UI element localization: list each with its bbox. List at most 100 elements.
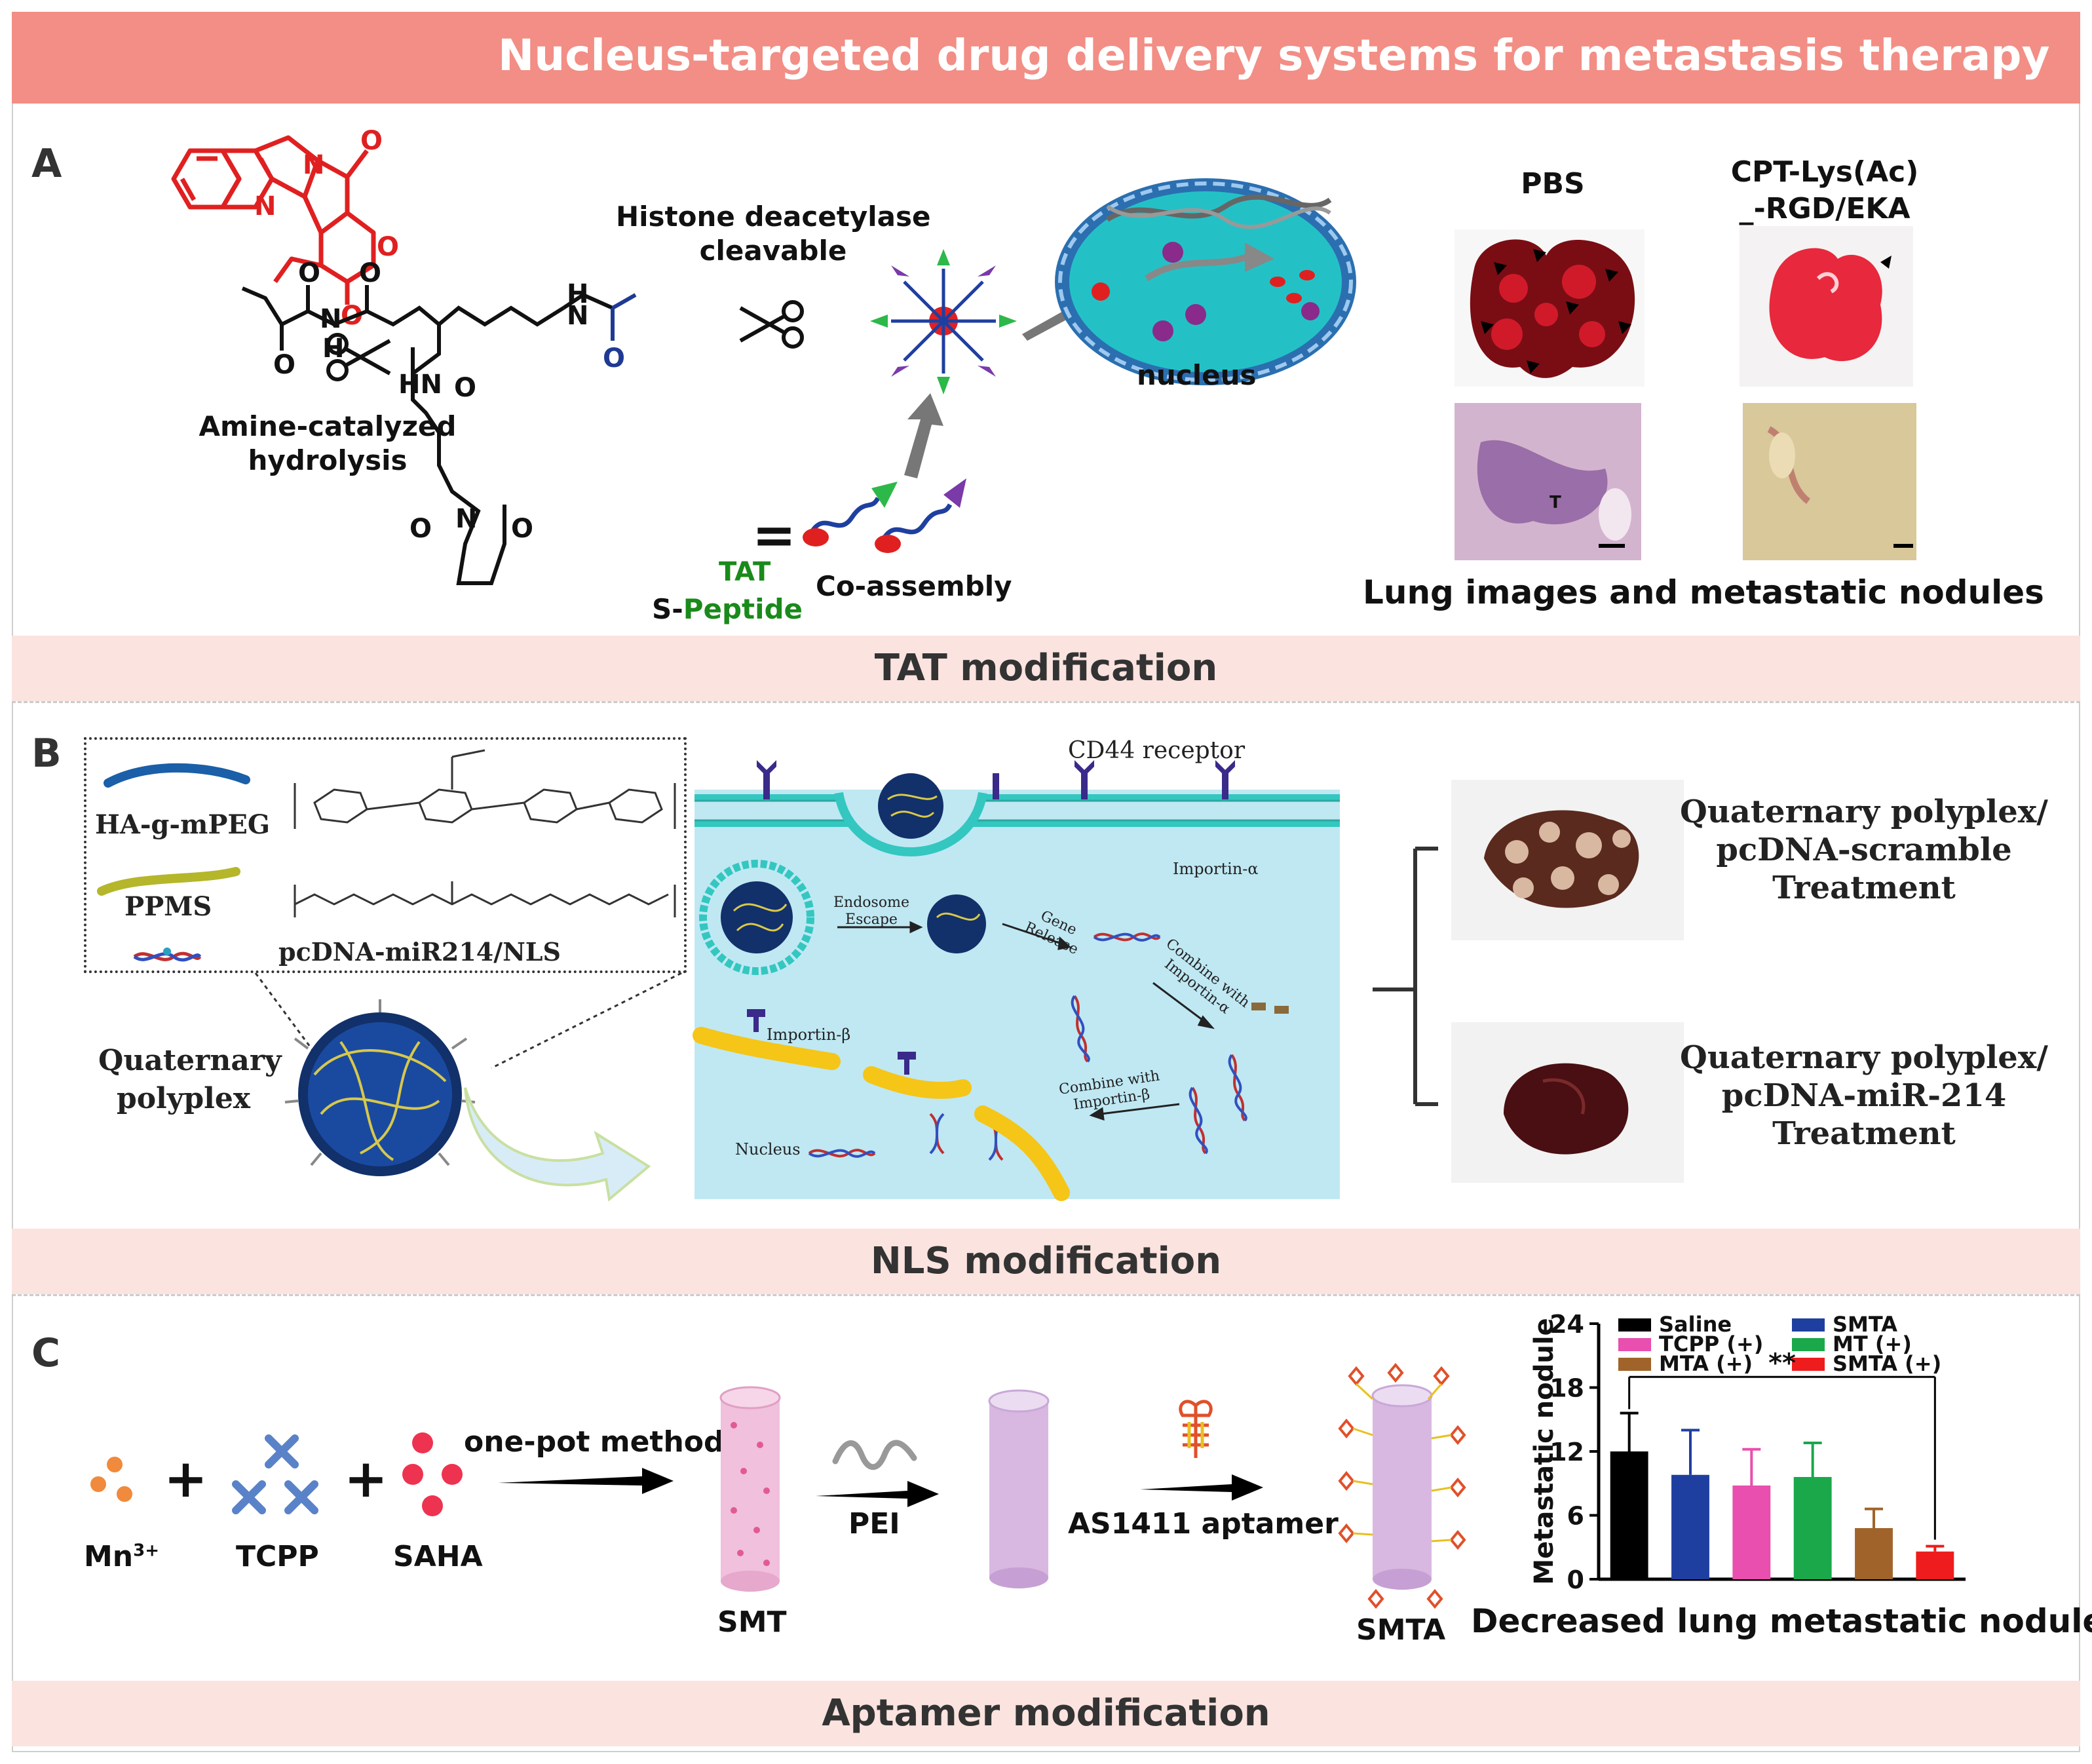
aptamer-arrow-icon [1140,1474,1263,1501]
tcpp-label: TCPP [236,1540,319,1573]
band-tat-label: TAT modification [874,647,1218,689]
pei-polymer-icon [832,1440,917,1470]
liver-photo-mir214 [1451,1022,1684,1183]
component-legend-box [84,737,687,973]
mn-ions-icon [90,1457,132,1502]
endosome-label: Endosome Escape [829,894,914,929]
legend-label: SMTA (+) [1833,1351,1941,1376]
band-nls: NLS modification [12,1229,2080,1294]
legend-swatch [1618,1358,1651,1371]
treatment-scramble-line-1: Quaternary polyplex/ [1680,794,2048,830]
zoom-lines [254,972,682,1069]
peptide-label: S-Peptide [652,593,803,625]
scissors-icon [326,333,391,381]
pbs-label: PBS [1521,167,1585,201]
onepot-label: one-pot method [464,1425,725,1459]
title-bar [12,12,2080,104]
atom-n-label: N [303,150,324,180]
cpt-label: CPT-Lys(Ac) _-RGD/EKA [1677,154,1972,227]
section-divider [12,701,2080,703]
band-tat: TAT modification [12,636,2080,701]
histology-pbs: T [1455,403,1641,560]
y-tick-label: 6 [1567,1502,1584,1531]
legend-swatch [1618,1338,1651,1351]
ha-g-mpeg-icon [104,763,250,788]
pei-label: PEI [848,1507,900,1541]
cpt-label-line-2: _-RGD/EKA [1739,192,1911,225]
cell-membrane-diagram [693,747,1340,1201]
camptothecin-structure: N N O O O O O O N H HN O H N N O O O [171,126,637,585]
histone-label-line-2: cleavable [699,235,847,267]
saha-molecules-icon [402,1432,463,1516]
legend-label: MT (+) [1833,1332,1912,1356]
mn-charge: 3+ [133,1541,159,1561]
treatment-mir214-line-1: Quaternary polyplex/ [1680,1039,2048,1076]
peptide-name: Peptide [683,593,803,625]
legend-swatch [1792,1318,1825,1332]
lung-photo-cpt [1740,226,1913,387]
pcdna-icon [133,948,202,962]
histone-label: Histone deacetylase cleavable [616,200,930,268]
band-aptamer-label: Aptamer modification [822,1692,1270,1735]
atom-h-label: H [567,279,588,309]
atom-n-label: N [254,191,276,221]
legend-ppms: PPMS [124,891,212,922]
legend-label: MTA (+) [1659,1351,1753,1376]
histology-cpt-graphic [1743,403,1916,560]
pei-coated-nanorod [988,1389,1050,1588]
band-aptamer: Aptamer modification [12,1681,2080,1746]
ppms-icon [97,867,240,896]
legend-swatch [1792,1358,1825,1371]
histology-pbs-graphic: T [1455,403,1641,560]
quaternary-label: Quaternary polyplex [98,1042,282,1118]
legend-pcdna: pcDNA-miR214/NLS [278,937,561,967]
conjugate-molecules [803,478,966,553]
atom-n-label: N [455,504,477,534]
band-nls-label: NLS modification [870,1240,1222,1282]
up-arrow-icon [904,393,943,478]
mn-text: Mn [84,1540,134,1573]
atom-o-label: O [511,514,533,544]
treatment-mir214-label: Quaternary polyplex/ pcDNA-miR-214 Treat… [1677,1039,2051,1153]
section-divider [12,1294,2080,1296]
atom-o-label: O [298,258,320,288]
figure-title: Nucleus-targeted drug delivery systems f… [498,30,2050,81]
coassembly-label: Co-assembly [816,570,1012,602]
comparison-bracket [1373,847,1438,1106]
quaternary-polyplex-sphere [284,999,476,1176]
atom-n-label: N [567,301,588,331]
lung-cpt-graphic [1769,248,1892,362]
bar [1671,1474,1709,1579]
bar [1793,1477,1832,1579]
micelle [870,249,1017,394]
importin-b-label: Importin-β [767,1026,851,1044]
atom-hn-label: HN [398,370,442,400]
mn-label: Mn3+ [84,1540,159,1573]
tcpp-molecules-icon [232,1434,318,1514]
legend-label: Saline [1659,1312,1732,1337]
ha-g-mpeg-formula [294,749,676,829]
lung-pbs-graphic [1470,239,1635,378]
legend-hagmpeg: HA-g-mPEG [95,809,271,840]
y-tick-label: 12 [1550,1438,1584,1467]
result-caption: Decreased lung metastatic nodules [1471,1602,2092,1640]
liver-scramble-graphic [1484,810,1639,908]
legend-swatch [1792,1338,1825,1351]
plus-sign: + [344,1448,389,1509]
atom-o-label: O [359,258,381,288]
pei-arrow-icon [816,1481,939,1507]
treatment-mir214-line-2: pcDNA-miR-214 [1721,1077,2007,1114]
bar [1610,1451,1648,1579]
liver-mir214-graphic [1504,1063,1629,1155]
lung-caption: Lung images and metastatic nodules [1363,573,2044,611]
significance-label: ** [1768,1348,1796,1378]
smta-label: SMTA [1356,1613,1446,1647]
liver-photo-scramble [1451,780,1684,940]
histology-cpt [1743,403,1916,560]
bar [1916,1551,1954,1579]
tumor-marker: T [1550,493,1561,512]
y-axis-label: Metastatic nodule [1529,1318,1559,1584]
legend-label: SMTA [1833,1312,1897,1337]
legend-label: TCPP (+) [1659,1332,1763,1356]
